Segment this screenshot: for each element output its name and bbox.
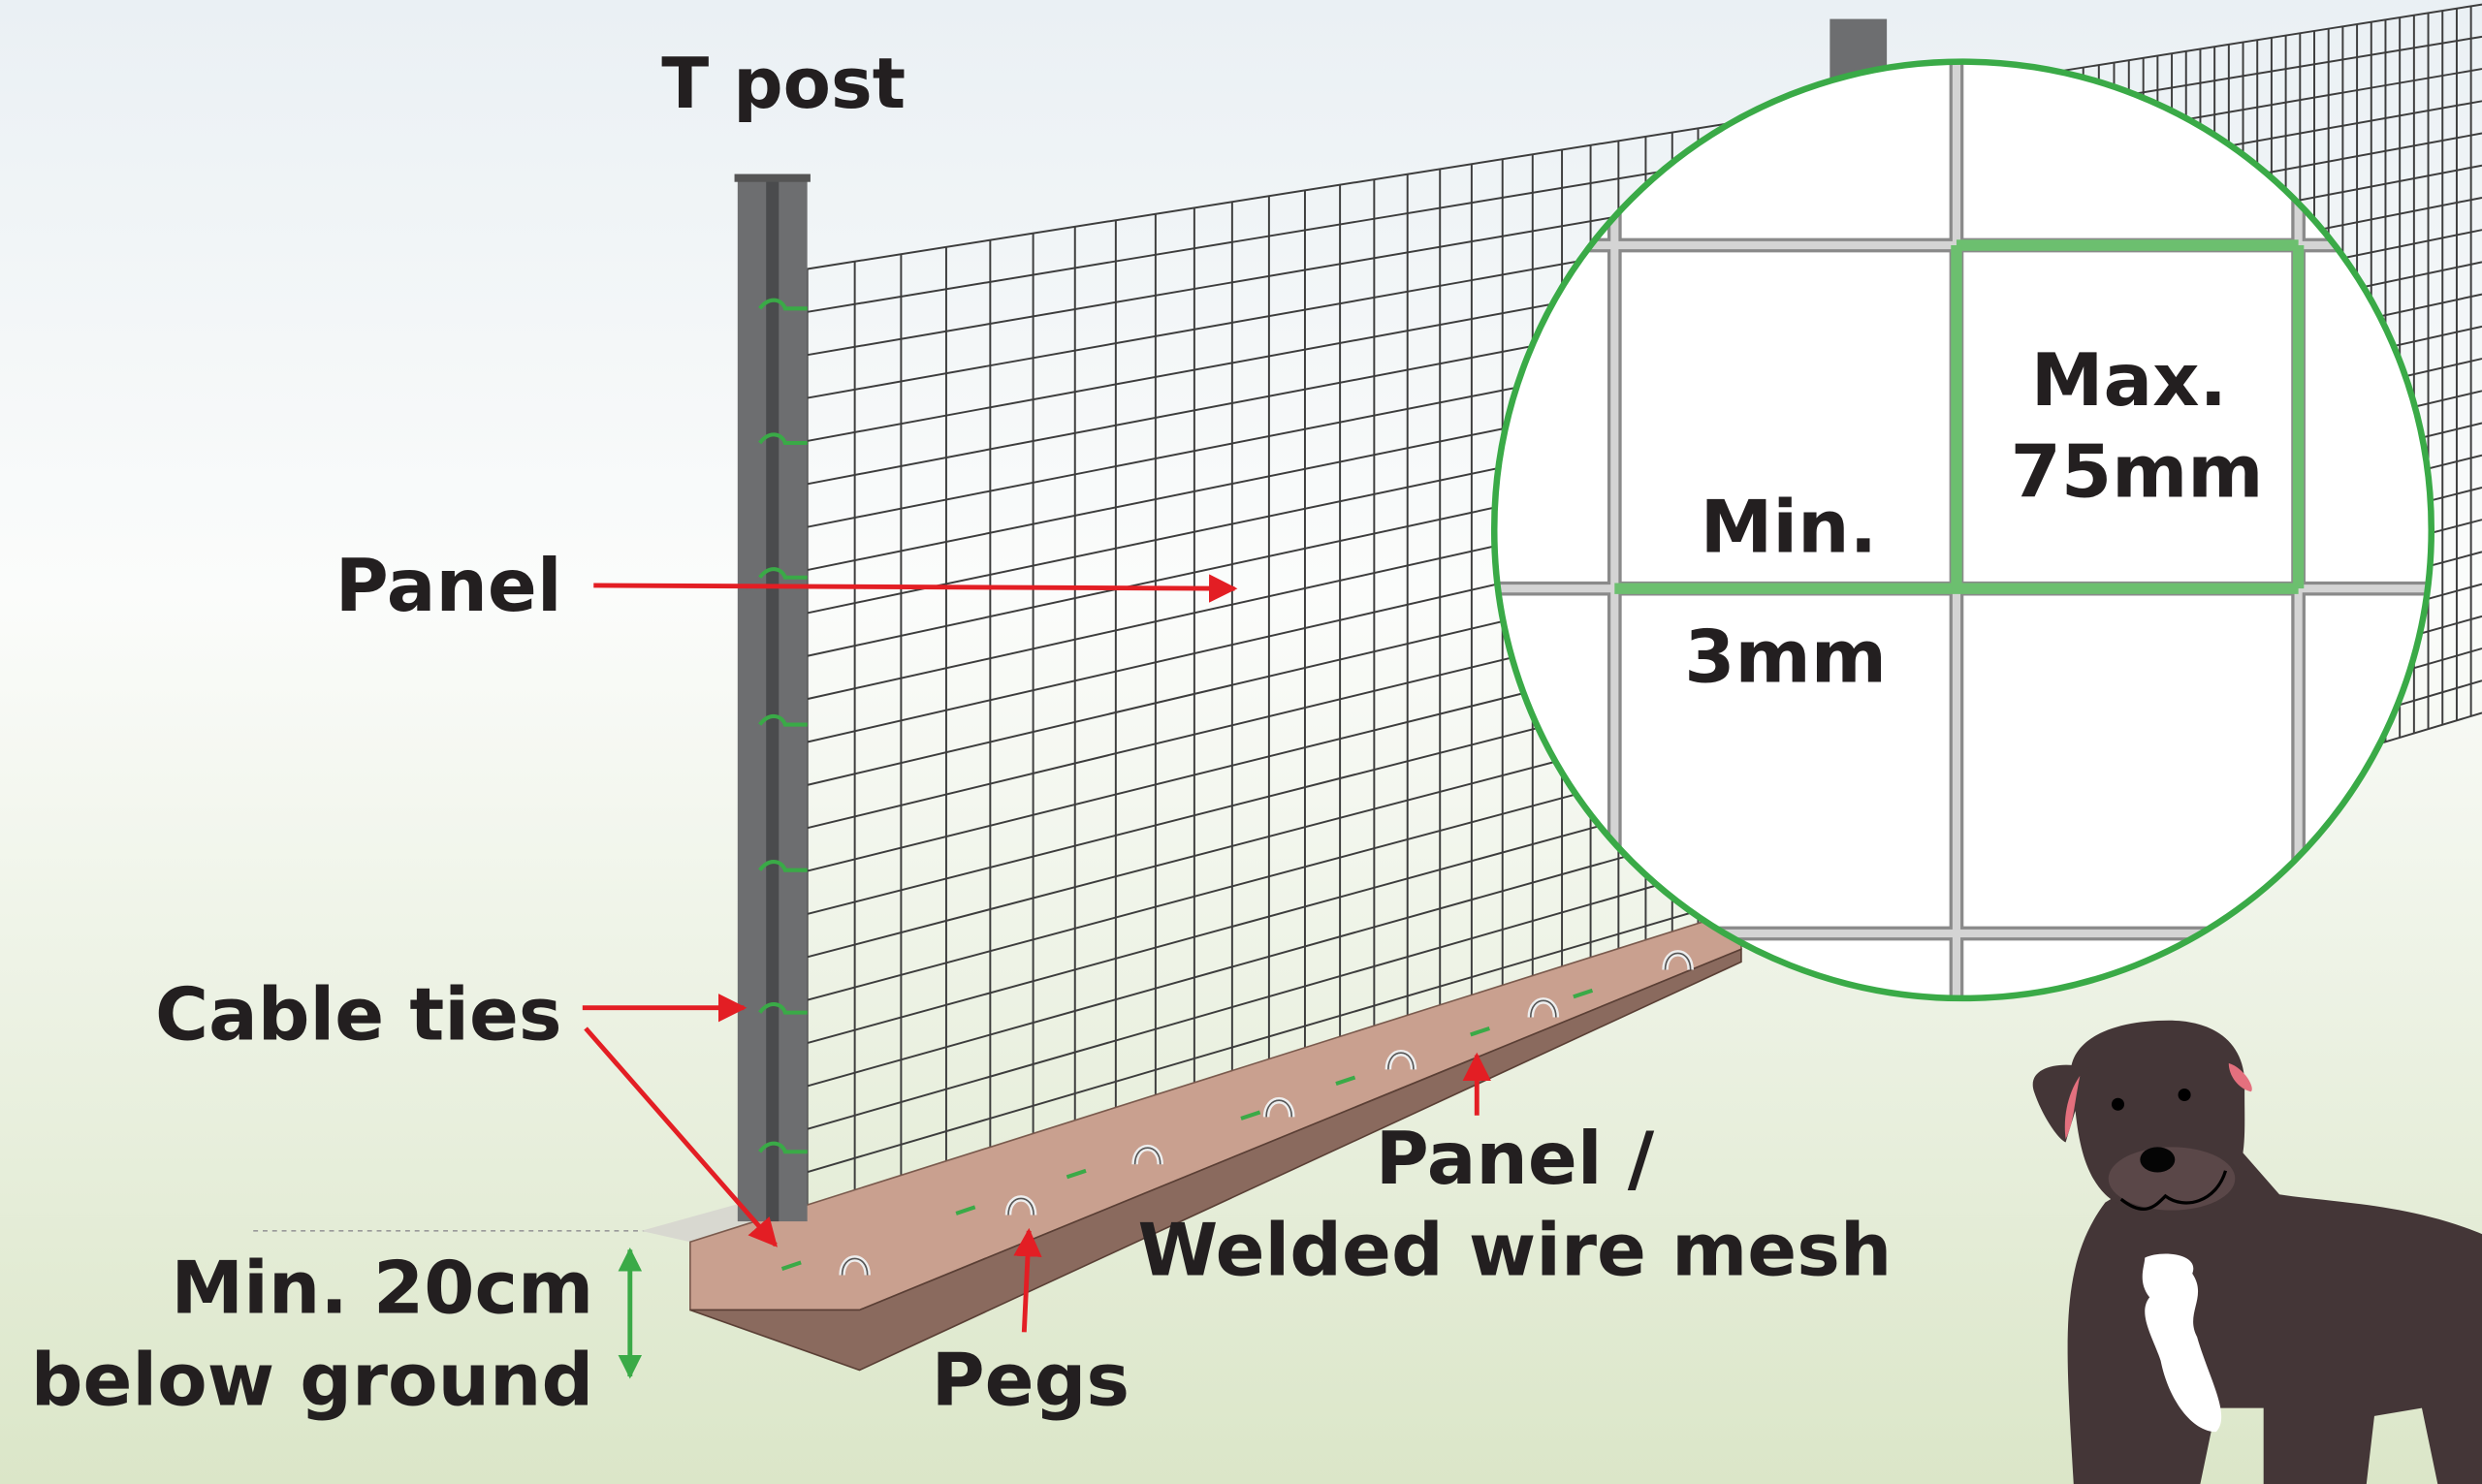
peg-outline <box>1133 1147 1161 1165</box>
dog-mouth <box>2119 1170 2228 1211</box>
cable-tie-icon <box>1066 1168 1087 1180</box>
mesh-horizontal-wire <box>807 3 2482 270</box>
dog-body <box>2067 1131 2482 1484</box>
t-post-label: T post <box>661 43 906 124</box>
min-depth-label-line2: below ground <box>31 1337 594 1422</box>
mesh-detail-magnifier: Max. 75mm Min. 3mm <box>1490 58 2435 1002</box>
dog-eye-left <box>2111 1097 2125 1111</box>
mesh-skirt <box>689 908 1742 1372</box>
panel-label: Panel <box>335 543 562 628</box>
cable-tie-icon <box>758 860 808 872</box>
cable-tie-icon <box>780 1260 802 1271</box>
cable-tie-icon <box>1470 1026 1490 1037</box>
dog-right-ear-inner <box>2228 1062 2252 1092</box>
peg-outline <box>1007 1197 1034 1216</box>
cable-tie-icon <box>758 713 808 727</box>
cable-tie-icon <box>758 1141 808 1154</box>
peg-outline <box>1664 952 1692 970</box>
pegs-label: Pegs <box>932 1337 1130 1422</box>
cable-tie-icon <box>758 1002 808 1015</box>
cable-ties-label: Cable ties <box>155 971 562 1057</box>
cable-tie-icon <box>758 567 808 580</box>
max-label-line1: Max. <box>2031 337 2227 423</box>
cable-tie-icon <box>758 432 808 446</box>
dog-left-ear-inner <box>2064 1075 2081 1140</box>
cable-tie-icon <box>1335 1075 1356 1086</box>
cable-tie-icon <box>955 1205 976 1216</box>
peg-outline <box>1387 1052 1415 1070</box>
mesh-label-line1: Panel / <box>1376 1116 1655 1201</box>
detail-highlight-wires <box>1614 239 2305 594</box>
peg-outline <box>1529 999 1557 1018</box>
cable-ties-group <box>758 298 1594 1271</box>
dog-illustration <box>2032 1020 2482 1484</box>
cable-tie-icon <box>1240 1110 1261 1121</box>
mesh-horizontal-wire <box>807 35 2482 313</box>
dog-eye-right <box>2178 1088 2191 1102</box>
t-post <box>734 18 1888 1222</box>
dog-muzzle <box>2108 1147 2236 1211</box>
panel-arrow <box>593 574 1238 603</box>
skirt-underground <box>689 948 1742 1372</box>
cable-tie-icon <box>1573 988 1594 999</box>
pegs-arrow <box>1013 1227 1042 1333</box>
peg-outline <box>1265 1099 1293 1118</box>
peg-outline <box>841 1257 869 1276</box>
min-label-line2: 3mm <box>1684 614 1887 699</box>
dog-chest-patch <box>2142 1253 2222 1433</box>
max-label-line2: 75mm <box>2011 429 2264 515</box>
mesh-label-line2: Welded wire mesh <box>1137 1208 1892 1293</box>
cable-ties-arrow-skirt <box>584 1026 778 1247</box>
min-depth-label-line1: Min. 20cm <box>171 1246 593 1331</box>
cable-tie-icon <box>758 298 808 311</box>
dog-nose <box>2140 1147 2176 1173</box>
pegs-group <box>839 950 1694 1276</box>
min-label-line1: Min. <box>1701 485 1877 570</box>
